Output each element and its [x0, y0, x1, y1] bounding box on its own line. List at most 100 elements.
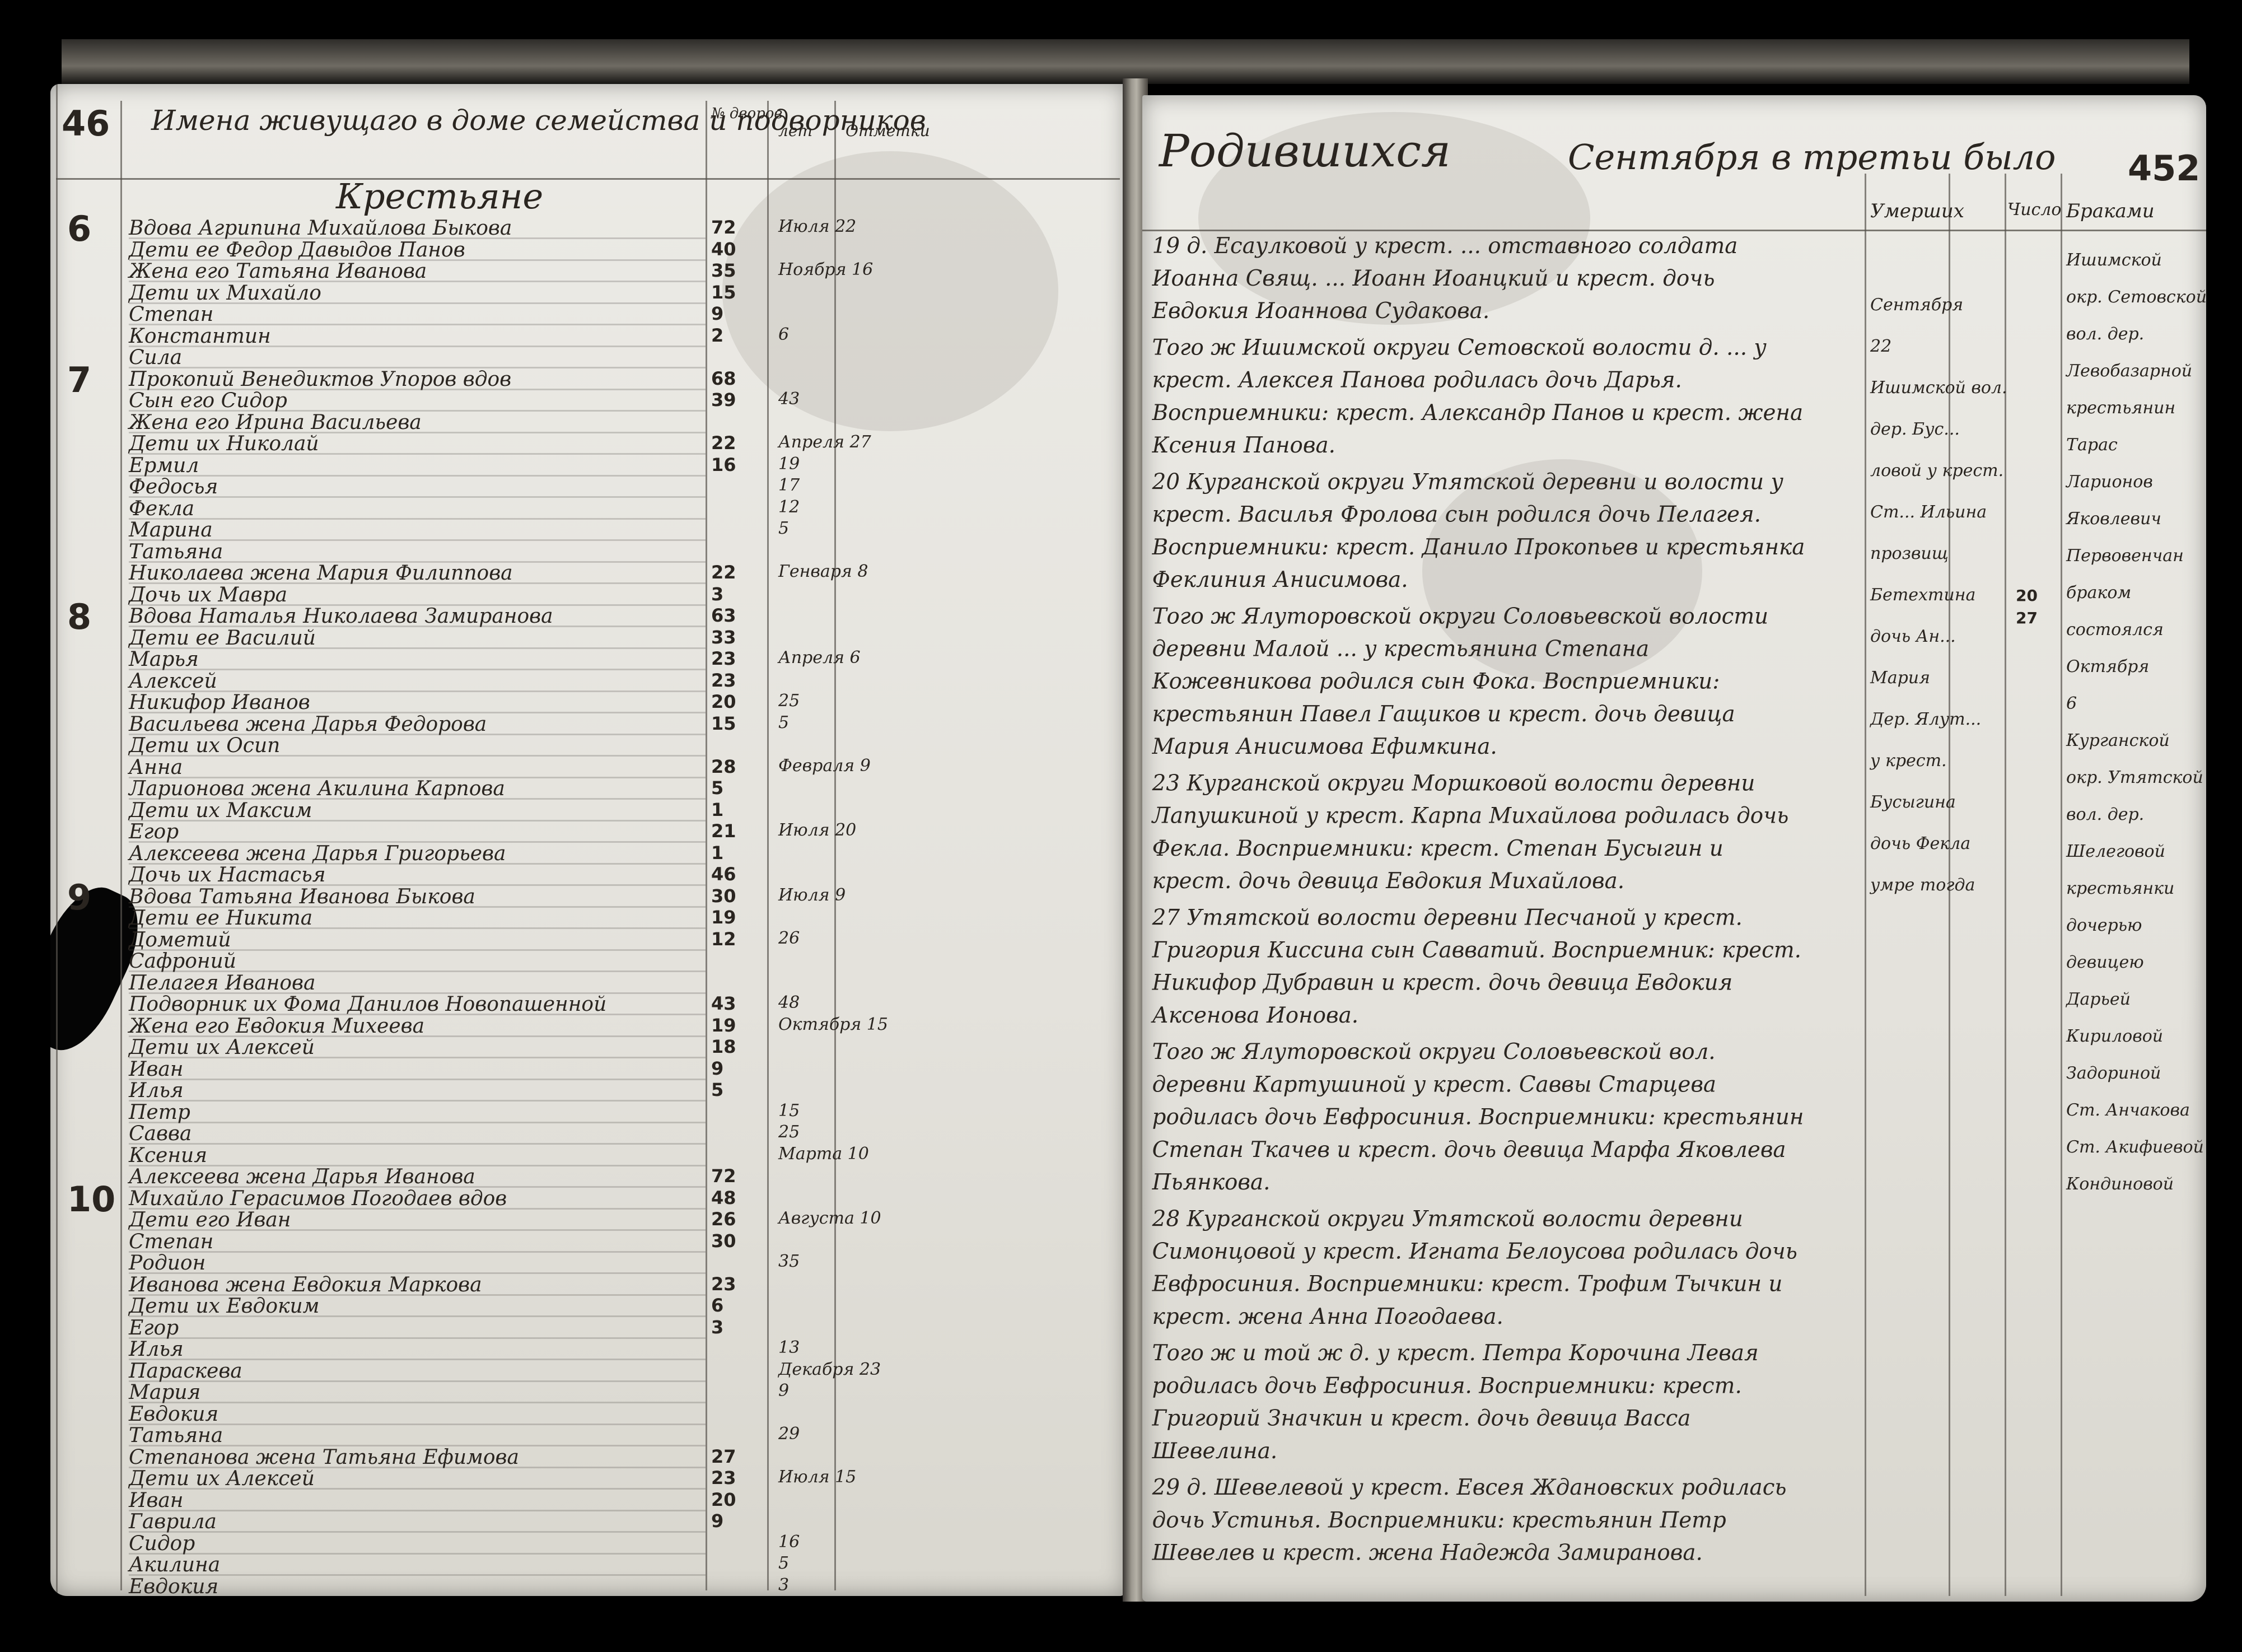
date-entry: 20 [2016, 586, 2038, 605]
died-entry: прозвищ [1870, 544, 1949, 563]
died-entry: Бетехтина [1870, 585, 1976, 605]
record-line: Степан Ткачев и крест. дочь девица Марфа… [1152, 1137, 1786, 1163]
entry-age: 3 [711, 583, 724, 605]
header-rule [1142, 230, 2206, 231]
entry-name: Акилина [129, 1553, 221, 1576]
entry-name: Мария [129, 1381, 201, 1404]
entry-rule [129, 1402, 706, 1403]
entry-age: 21 [711, 820, 736, 842]
record-line: Иоанна Свящ. ... Иоанн Иоанцкий и крест.… [1152, 265, 1715, 291]
entry-rule [129, 1423, 706, 1425]
entry-note: 5 [778, 519, 790, 538]
entry-rule [129, 1164, 706, 1166]
record-line: деревни Малой ... у крестьянина Степана [1152, 636, 1650, 662]
header-title: Имена живущаго в доме семейства и подвор… [151, 104, 926, 137]
entry-note: Генваря 8 [778, 562, 868, 581]
record-line: Евфросиния. Восприемники: крест. Трофим … [1152, 1271, 1783, 1297]
entry-age: 3 [711, 1316, 724, 1338]
date-entry: 27 [2016, 609, 2038, 627]
married-entry: состоялся [2066, 620, 2164, 640]
entry-age: 9 [711, 1510, 724, 1532]
entry-rule [129, 970, 706, 972]
entry-name: Илья [129, 1338, 184, 1361]
entry-name: Илья [129, 1079, 184, 1102]
married-entry: вол. дер. [2066, 805, 2145, 824]
entry-note: 25 [778, 1122, 800, 1142]
entry-note: Марта 10 [778, 1144, 869, 1164]
column-rule [706, 101, 707, 1590]
entry-name: Федосья [129, 475, 218, 498]
married-entry: Яковлевич [2066, 509, 2161, 529]
entry-name: Алексеева жена Дарья Григорьева [129, 842, 506, 865]
header-col-num: № дворов [711, 105, 783, 122]
record-line: Того ж Ишимской округи Сетовской волости… [1152, 335, 1767, 361]
married-entry: крестьянин [2066, 398, 2176, 418]
entry-rule [129, 949, 706, 951]
entry-rule [129, 1078, 706, 1080]
entry-name: Жена его Евдокия Михеева [129, 1014, 425, 1038]
record-line: Шевелев и крест. жена Надежда Замиранова… [1152, 1540, 1703, 1566]
entry-rule [129, 927, 706, 929]
entry-name: Евдокия [129, 1402, 219, 1426]
entry-name: Вдова Наталья Николаева Замиранова [129, 605, 553, 628]
entry-rule [129, 324, 706, 325]
entry-note: 17 [778, 475, 800, 495]
entry-rule [129, 1100, 706, 1102]
died-entry: Мария [1870, 668, 1930, 688]
entry-name: Степанова жена Татьяна Ефимова [129, 1445, 519, 1469]
column-rule [2061, 174, 2062, 1596]
column-rule [120, 101, 122, 1590]
entry-name: Жена его Ирина Васильева [129, 410, 422, 434]
entry-age: 23 [711, 669, 736, 691]
married-entry: вол. дер. [2066, 324, 2145, 344]
married-entry: Кондиновой [2066, 1174, 2174, 1194]
entry-note: 35 [778, 1252, 800, 1271]
married-entry: 6 [2066, 694, 2077, 713]
entry-rule [129, 1337, 706, 1339]
entry-name: Дочь их Мавра [129, 583, 288, 606]
entry-rule [129, 539, 706, 541]
entry-name: Егор [129, 1316, 179, 1340]
entry-rule [129, 1466, 706, 1468]
entry-rule [129, 1315, 706, 1317]
paper-stain [1198, 112, 1590, 325]
entry-name: Дети их Евдоким [129, 1295, 320, 1318]
entry-rule [129, 1207, 706, 1210]
entry-age: 22 [711, 432, 736, 454]
entry-name: Ларионова жена Акилина Карпова [129, 777, 505, 800]
entry-name: Савва [129, 1122, 192, 1145]
entry-rule [129, 1035, 706, 1037]
entry-name: Иван [129, 1488, 184, 1512]
entry-name: Марина [129, 519, 213, 542]
entry-name: Сила [129, 346, 183, 369]
died-entry: Бусыгина [1870, 792, 1956, 812]
entry-name: Анна [129, 755, 183, 779]
entry-name: Сын его Сидор [129, 389, 287, 412]
entry-age: 20 [711, 1488, 736, 1510]
record-line: Кожевникова родился сын Фока. Восприемни… [1152, 669, 1720, 694]
record-line: Григорий Значкин и крест. дочь девица Ва… [1152, 1406, 1691, 1431]
married-entry: Октября [2066, 657, 2150, 676]
column-rule [2005, 174, 2006, 1596]
died-entry: умре тогда [1870, 875, 1975, 895]
entry-age: 72 [711, 217, 736, 238]
married-entry: Шелеговой [2066, 842, 2165, 861]
died-entry: дочь Фекла [1870, 834, 1971, 853]
entry-age: 30 [711, 885, 736, 907]
record-line: дочь Устинья. Восприемники: крестьянин П… [1152, 1508, 1726, 1533]
left-page: 46 Имена живущаго в доме семейства и под… [50, 84, 1125, 1596]
entry-rule [129, 496, 706, 498]
entry-note: 29 [778, 1424, 800, 1444]
entry-rule [129, 302, 706, 304]
entry-age: 20 [711, 691, 736, 712]
entry-rule [129, 1250, 706, 1253]
entry-rule [129, 1595, 706, 1596]
record-line: Аксенова Ионова. [1152, 1002, 1359, 1028]
record-line: 19 д. Есаулковой у крест. ... отставного… [1152, 233, 1738, 259]
entry-name: Сидор [129, 1532, 195, 1555]
entry-rule [129, 410, 706, 412]
entry-name: Дометий [129, 928, 231, 951]
married-entry: Дарьей [2066, 990, 2131, 1009]
entry-rule [129, 819, 706, 822]
record-line: крест. Василья Фролова сын родился дочь … [1152, 502, 1761, 528]
